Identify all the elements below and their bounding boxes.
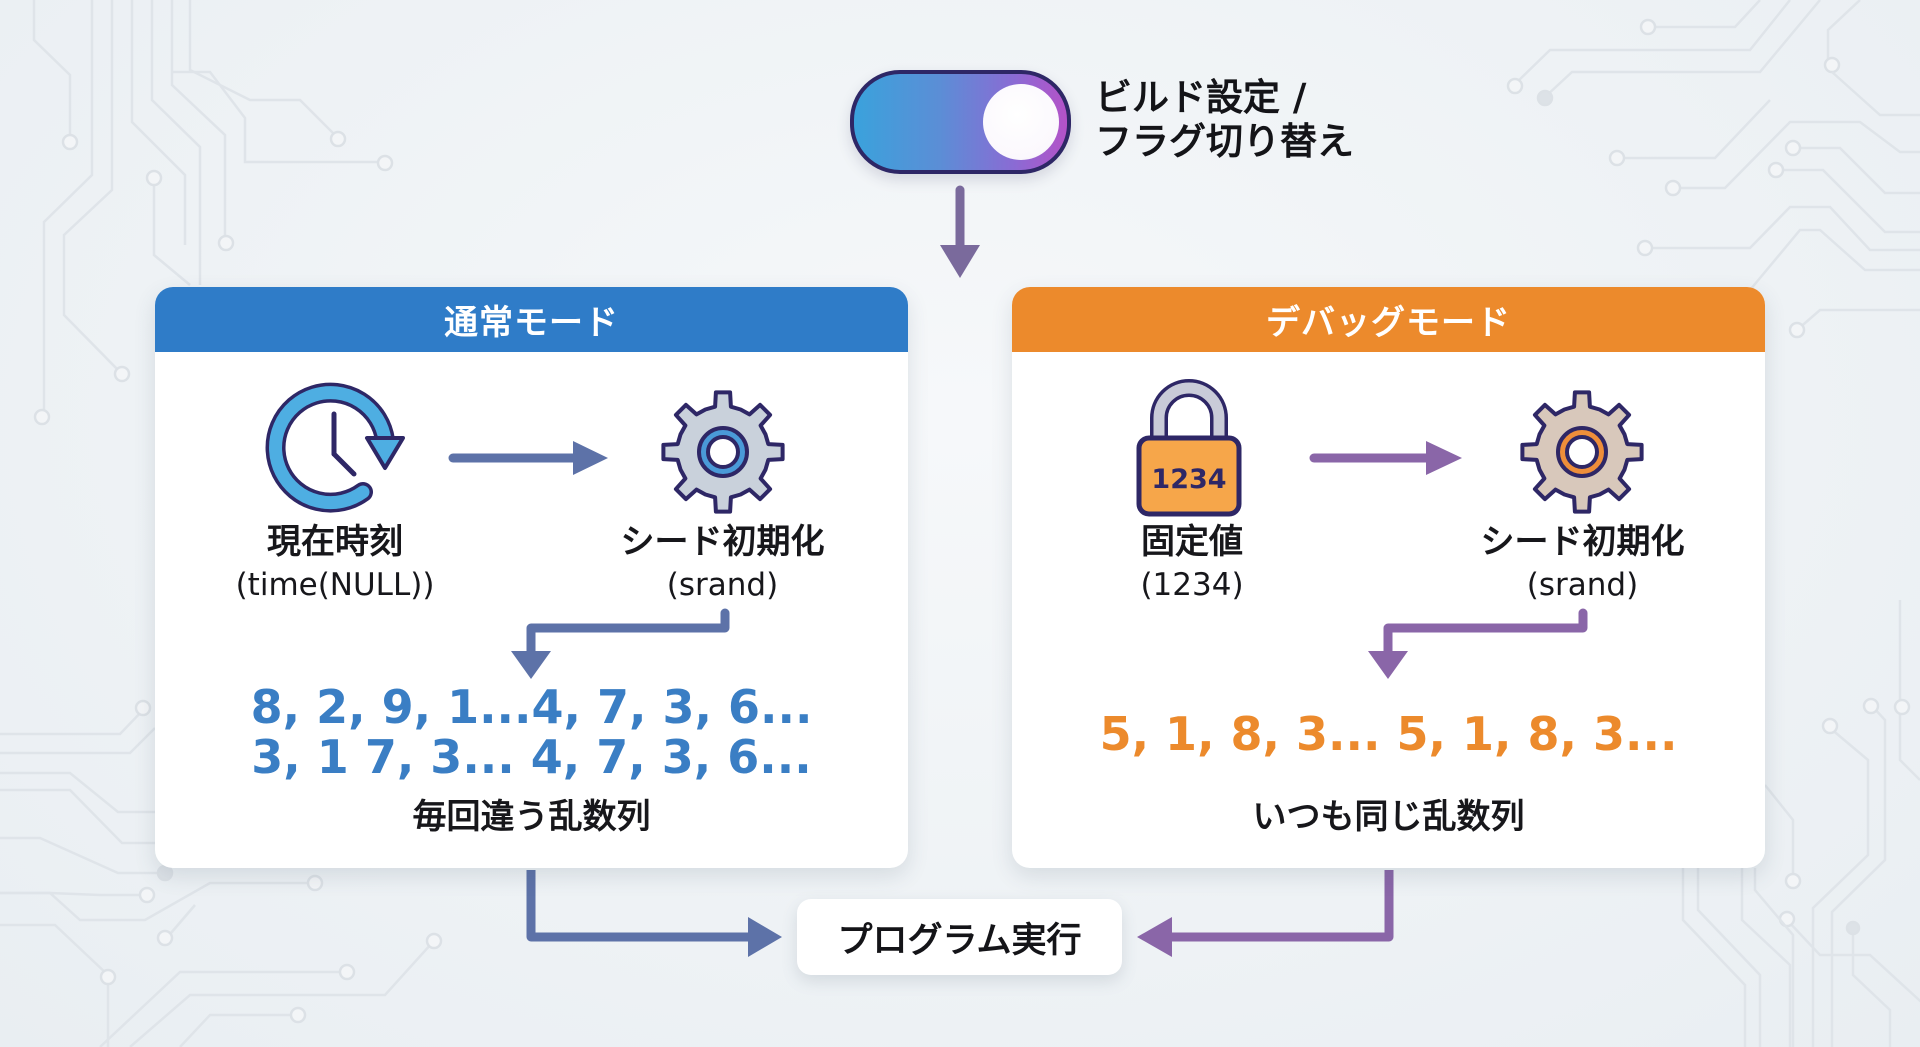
same-sequence-caption: いつも同じ乱数列 — [1252, 797, 1525, 837]
random-sequence-line1: 8, 2, 9, 1...4, 7, 3, 6... — [250, 680, 813, 734]
debug-mode-title: デバッグモード — [1266, 303, 1511, 343]
toggle-label-line1: ビルド設定 / — [1095, 76, 1307, 119]
fixed-value-label: 固定値 — [1141, 522, 1243, 562]
random-sequence-line2: 3, 1 7, 3... 4, 7, 3, 6... — [251, 730, 812, 784]
toggle-down-arrow — [940, 185, 980, 278]
clock-refresh-icon — [265, 382, 405, 513]
program-execution-label: プログラム実行 — [837, 920, 1082, 961]
normal-to-program-arrow — [526, 870, 782, 957]
fixed-sequence-line: 5, 1, 8, 3... 5, 1, 8, 3... — [1099, 707, 1678, 761]
padlock-icon: 1234 — [1136, 379, 1242, 517]
debug-mode-header: デバッグモード — [1012, 287, 1765, 352]
debug-mode-card: デバッグモード 1234 固定値 (1234) シード初期化 (srand) 5… — [1012, 287, 1765, 868]
toggle-knob[interactable] — [983, 84, 1059, 160]
lock-code: 1234 — [1151, 464, 1226, 495]
normal-mode-title: 通常モード — [444, 303, 619, 343]
toggle-label-line2: フラグ切り替え — [1095, 120, 1354, 163]
right-arrow — [1309, 441, 1462, 475]
seed-init-sub: (srand) — [666, 567, 779, 603]
normal-mode-header: 通常モード — [155, 287, 908, 352]
normal-mode-card: 通常モード 現在時刻 (time(NULL)) シード初期化 (srand) 8… — [155, 287, 908, 868]
gear-icon — [1520, 390, 1644, 514]
elbow-down-arrow — [1368, 608, 1588, 679]
different-sequence-caption: 毎回違う乱数列 — [412, 797, 651, 837]
build-flag-toggle[interactable] — [850, 70, 1071, 174]
right-arrow — [448, 441, 608, 475]
program-execution-box: プログラム実行 — [797, 899, 1122, 975]
fixed-value-sub: (1234) — [1140, 567, 1244, 603]
toggle-label: ビルド設定 / フラグ切り替え — [1095, 76, 1354, 164]
seed-init-label: シード初期化 — [1480, 522, 1685, 562]
current-time-sub: (time(NULL)) — [235, 567, 435, 603]
elbow-down-arrow — [511, 608, 730, 679]
seed-init-label: シード初期化 — [620, 522, 825, 562]
seed-init-sub: (srand) — [1526, 567, 1639, 603]
debug-to-program-arrow — [1137, 870, 1394, 957]
current-time-label: 現在時刻 — [267, 522, 403, 562]
gear-icon — [661, 390, 785, 514]
